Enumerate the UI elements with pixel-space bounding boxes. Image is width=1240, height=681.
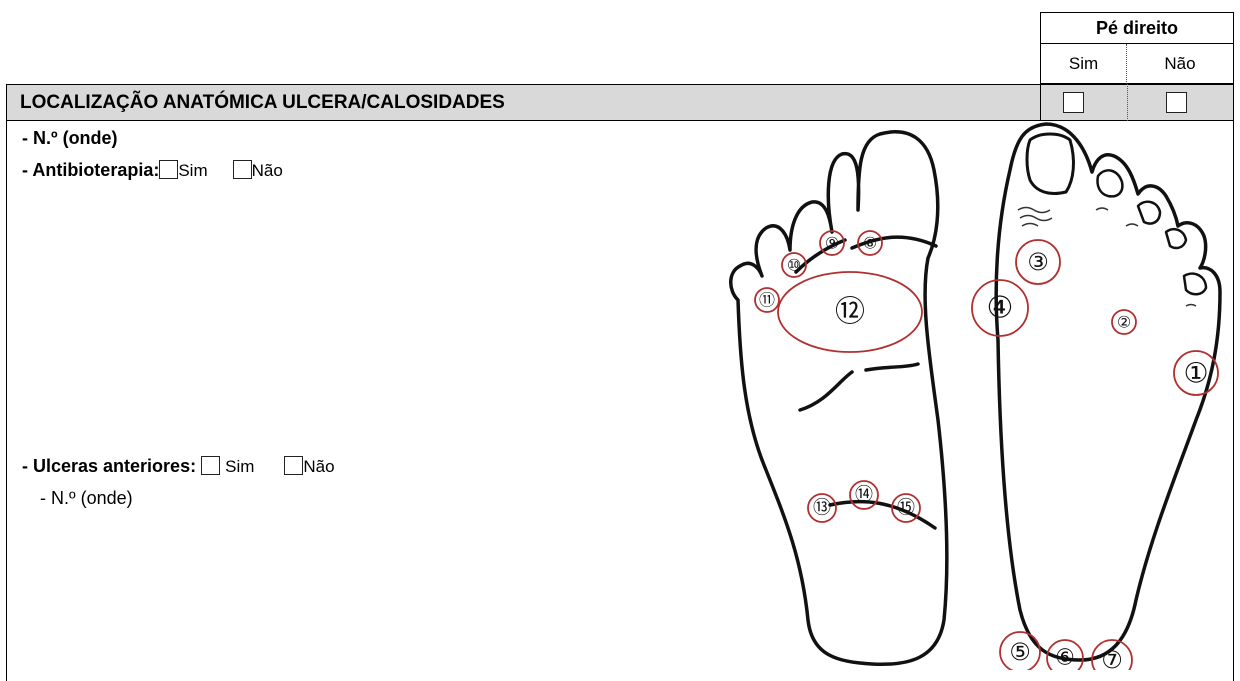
marker-13: ⑬ (813, 498, 831, 519)
antibioterapia-field: - Antibioterapia: Sim Não (22, 160, 283, 181)
section-sim-checkbox[interactable] (1063, 92, 1084, 113)
ulceras-sim-label: Sim (225, 457, 254, 476)
ulceras-nao-label: Não (303, 457, 334, 476)
antibio-sim-label: Sim (178, 161, 207, 180)
ulceras-field: - Ulceras anteriores: Sim Não (22, 456, 335, 477)
section-title: LOCALIZAÇÃO ANATÓMICA ULCERA/CALOSIDADES (20, 84, 505, 121)
header-col-sim: Sim (1040, 44, 1127, 84)
marker-12: ⑫ (835, 295, 865, 330)
marker-14: ⑭ (855, 485, 873, 506)
marker-11: ⑪ (759, 291, 775, 310)
marker-15: ⑮ (897, 498, 915, 519)
feet-diagram: ① ② ③ ④ ⑤ ⑥ ⑦ ⑧ ⑨ ⑩ ⑪ ⑫ ⑬ ⑭ ⑮ (715, 122, 1235, 670)
header-title: Pé direito (1040, 12, 1234, 44)
ulceras-label: - Ulceras anteriores: (22, 456, 196, 476)
antibio-nao-checkbox[interactable] (233, 160, 252, 179)
divider (1127, 84, 1128, 121)
sole-outline (731, 132, 947, 665)
ulceras-sim-checkbox[interactable] (201, 456, 220, 475)
marker-7: ⑦ (1101, 646, 1123, 670)
marker-1: ① (1183, 357, 1208, 390)
numero-label: - N.º (onde) (22, 128, 118, 149)
marker-10: ⑩ (787, 256, 801, 275)
marker-4: ④ (987, 291, 1014, 326)
header-col-nao: Não (1127, 44, 1234, 84)
section-nao-checkbox[interactable] (1166, 92, 1187, 113)
marker-9: ⑨ (825, 234, 839, 253)
antibio-sim-checkbox[interactable] (159, 160, 178, 179)
marker-2: ② (1117, 313, 1131, 332)
marker-6: ⑥ (1055, 646, 1075, 671)
marker-5: ⑤ (1009, 638, 1031, 666)
divider (1040, 84, 1041, 121)
marker-8: ⑧ (863, 234, 877, 253)
marker-3: ③ (1027, 248, 1049, 276)
ulceras-nao-checkbox[interactable] (284, 456, 303, 475)
antibio-nao-label: Não (252, 161, 283, 180)
ulceras-numero-label: - N.º (onde) (40, 488, 133, 509)
antibio-label: - Antibioterapia: (22, 160, 159, 180)
